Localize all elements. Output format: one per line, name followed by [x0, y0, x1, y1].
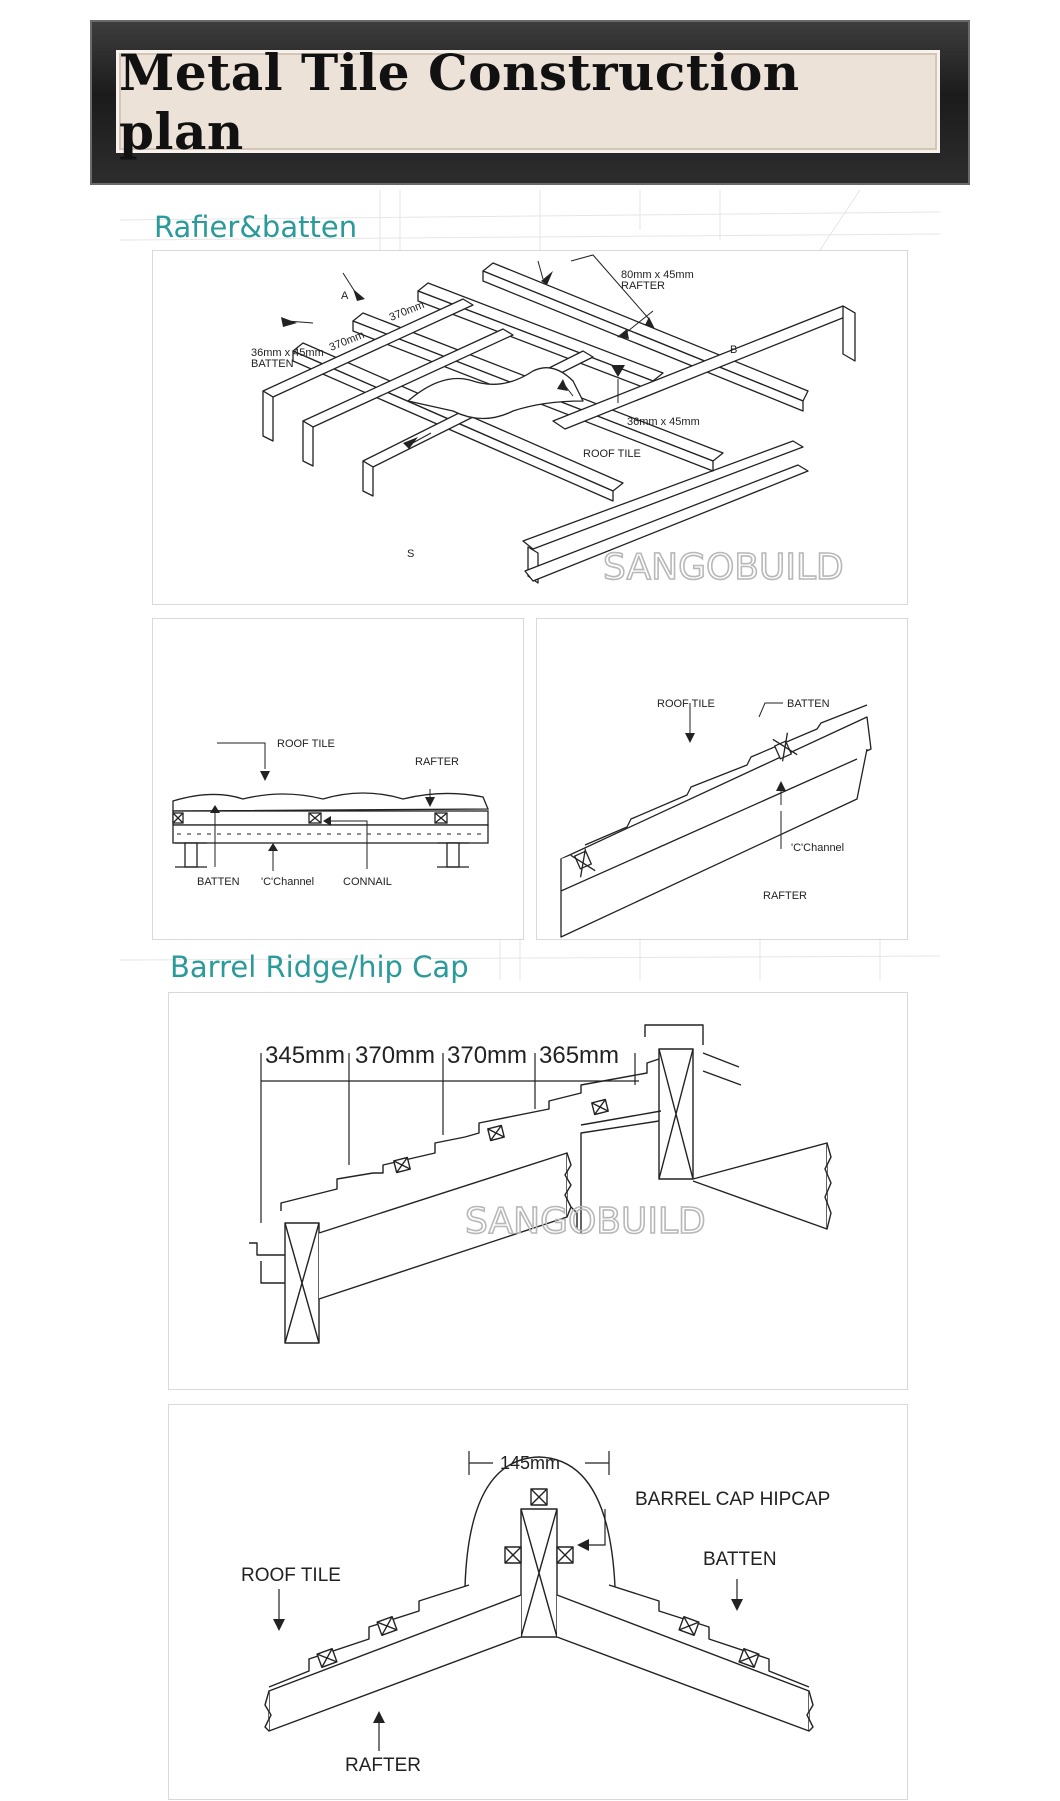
barrel-cap-arrows — [273, 1539, 743, 1723]
flat-c-channel-label: 'C'Channel — [261, 876, 314, 888]
ridge-dimension-370mm-2: 370mm — [447, 1042, 527, 1069]
section-heading-barrel-ridge: Barrel Ridge/hip Cap — [170, 950, 469, 984]
page-title: Metal Tile Construction plan — [119, 42, 800, 161]
flat-roof-tile-label: ROOF TILE — [277, 738, 335, 750]
batten-word-label: BATTEN — [251, 358, 294, 370]
rafter-word-label: RAFTER — [621, 280, 665, 292]
sloped-section-diagram: ROOF TILE BATTEN 'C'Channel RAFTER — [560, 698, 872, 938]
batten-size-label: 36mm x 45mm — [251, 347, 324, 359]
title-plaque: Metal Tile Construction plan — [116, 43, 940, 161]
barrel-cap-width-145mm: 145mm — [500, 1453, 560, 1473]
barrel-cap-roof-tile-label: ROOF TILE — [241, 1565, 341, 1586]
batten-size-label-2: 36mm x 45mm — [627, 416, 700, 428]
barrel-cap-leader-lines — [278, 1451, 738, 1751]
slope-batten-label: BATTEN — [787, 698, 830, 710]
flat-rafter-label: RAFTER — [415, 756, 459, 768]
barrel-cap-diagram: 145mm BARREL CAP HIPCAP BATTEN ROOF TILE… — [241, 1451, 830, 1776]
sloped-section-arrows — [685, 733, 786, 791]
arrow-markers — [281, 271, 655, 449]
barrel-cap-panel: 145mm BARREL CAP HIPCAP BATTEN ROOF TILE… — [168, 1404, 908, 1800]
section-heading-rafter-batten: Rafier&batten — [154, 210, 358, 244]
slope-c-channel-label: 'C'Channel — [791, 842, 844, 854]
label-b: B — [730, 344, 737, 356]
watermark-2: SANGOBUILD — [465, 1201, 706, 1242]
barrel-cap-hipcap-label: BARREL CAP HIPCAP — [635, 1489, 830, 1510]
label-s: S — [407, 548, 414, 560]
label-a: A — [341, 290, 349, 302]
ridge-dimension-lines — [260, 1053, 639, 1223]
title-banner: Metal Tile Construction plan — [90, 20, 970, 185]
isometric-diagram: A 370mm 370mm 80mm x 45mm RAFTER B 36mm … — [251, 254, 856, 589]
sloped-section-panel: ROOF TILE BATTEN 'C'Channel RAFTER — [536, 618, 908, 940]
ridge-spacing-panel: 345mm 370mm 370mm 365mm SANGOBUILD — [168, 992, 908, 1390]
flat-connail-label: CONNAIL — [343, 876, 392, 888]
ridge-spacing-diagram: 345mm 370mm 370mm 365mm SANGOBUILD — [249, 1024, 832, 1344]
flat-section-diagram: ROOF TILE RAFTER BATTEN 'C'Channel CONNA… — [172, 738, 489, 888]
slope-roof-tile-label: ROOF TILE — [657, 698, 715, 710]
ridge-dimension-345mm: 345mm — [265, 1042, 345, 1069]
flat-section-arrows — [210, 771, 435, 851]
flat-section-panel: ROOF TILE RAFTER BATTEN 'C'Channel CONNA… — [152, 618, 524, 940]
barrel-cap-rafter-label: RAFTER — [345, 1755, 421, 1776]
barrel-cap-batten-label: BATTEN — [703, 1549, 777, 1570]
rafter-size-label: 80mm x 45mm — [621, 269, 694, 281]
flat-batten-label: BATTEN — [197, 876, 240, 888]
roof-tile-label: ROOF TILE — [583, 448, 641, 460]
ridge-dimension-365mm: 365mm — [539, 1042, 619, 1069]
slope-rafter-label: RAFTER — [763, 890, 807, 902]
ridge-dimension-370mm-1: 370mm — [355, 1042, 435, 1069]
watermark-1: SANGOBUILD — [603, 547, 844, 588]
isometric-rafter-batten-panel: A 370mm 370mm 80mm x 45mm RAFTER B 36mm … — [152, 250, 908, 605]
